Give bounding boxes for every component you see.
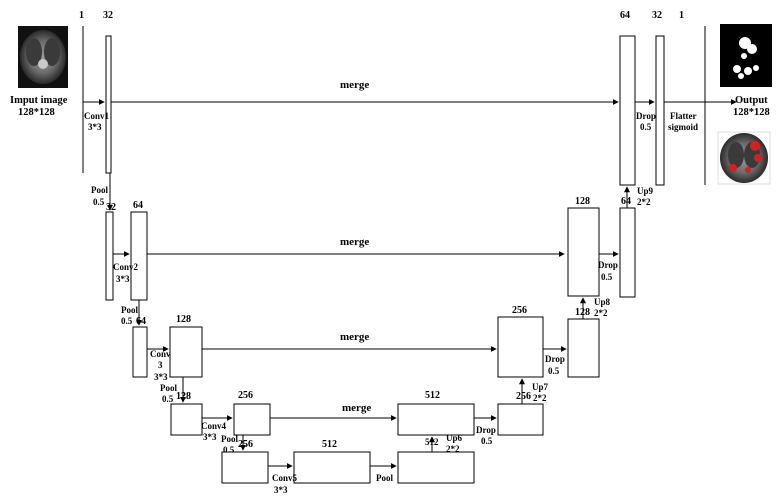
channels-d2-128: 128 (575, 196, 590, 207)
pool3-rate: 0.5 (162, 394, 174, 404)
channels-l5-512: 512 (322, 439, 337, 450)
drop-c-rate: 0.5 (548, 366, 560, 376)
drop-a-rate: 0.5 (640, 122, 652, 132)
channels-out-1: 1 (679, 10, 684, 21)
output-mask-image (720, 24, 772, 87)
conv2-label: Conv2 (113, 262, 139, 272)
pool1-label: Pool (91, 185, 108, 195)
up7-label: Up7 (532, 382, 549, 392)
channels-l2-64: 64 (133, 200, 143, 211)
conv2-kernel: 3*3 (116, 274, 130, 284)
conv5-kernel: 3*3 (274, 485, 288, 495)
merge-label-3: merge (340, 331, 369, 343)
pool5-label: Pool (376, 473, 393, 483)
pool4-label: Pool (221, 434, 238, 444)
conv3-label: Conv (150, 349, 171, 359)
enc3-pool-block (132, 326, 148, 378)
channels-d1-64b: 64 (621, 196, 631, 207)
channels-d1-64: 64 (620, 10, 630, 21)
enc4-conv-block (233, 403, 271, 436)
enc1-conv-block (105, 35, 112, 174)
up6-label: Up6 (446, 433, 463, 443)
dec1-merge-block (619, 35, 636, 186)
conv1-label: Conv1 (84, 111, 110, 121)
drop-b-label: Drop (598, 260, 618, 270)
bottleneck-pool-block (397, 451, 475, 484)
flatter-label: Flatter (670, 111, 696, 121)
up9-label: Up9 (637, 186, 654, 196)
input-label: Imput image (10, 95, 68, 106)
channels-l5-256: 256 (238, 439, 253, 450)
channels-l4-128: 128 (176, 391, 191, 402)
channels-l3-128: 128 (176, 314, 191, 325)
conv3-kernel: 3*3 (154, 372, 168, 382)
enc2-pool-block (105, 211, 114, 301)
channels-d3-256b: 256 (516, 391, 531, 402)
channels-l4-512b: 512 (425, 437, 439, 447)
input-ct-image (18, 26, 68, 88)
channels-l2-32: 32 (106, 202, 116, 213)
merge-label-1: merge (340, 79, 369, 91)
pool2-label: Pool (121, 305, 138, 315)
drop-c-label: Drop (545, 354, 565, 364)
channels-in-32: 32 (103, 10, 113, 21)
enc5-pool-block (221, 451, 269, 484)
channels-out-32: 32 (652, 10, 662, 21)
drop-b-rate: 0.5 (601, 272, 613, 282)
pool4-rate: 0.5 (223, 445, 235, 455)
enc3-conv-block (169, 326, 203, 378)
bottleneck-block (293, 451, 371, 484)
dec4-merge-block (397, 403, 475, 436)
drop-d-rate: 0.5 (481, 436, 493, 446)
up8-label: Up8 (594, 297, 611, 307)
conv1-kernel: 3*3 (88, 122, 102, 132)
dec2-conv-block (619, 207, 636, 298)
up8-kernel: 2*2 (594, 308, 608, 318)
channels-l3-64: 64 (136, 316, 146, 327)
output-label: Output (735, 95, 768, 106)
output-overlay-image (717, 131, 771, 185)
channels-l4-512: 512 (425, 390, 440, 401)
conv4-label: Conv4 (201, 421, 227, 431)
pool1-rate: 0.5 (93, 197, 105, 207)
dec4-conv-block (497, 403, 544, 436)
input-size: 128*128 (18, 107, 55, 118)
up7-kernel: 2*2 (533, 393, 547, 403)
up9-kernel: 2*2 (637, 197, 651, 207)
pool2-rate: 0.5 (121, 316, 133, 326)
channels-in-1: 1 (79, 10, 84, 21)
drop-a-label: Drop (636, 111, 656, 121)
merge-label-2: merge (340, 236, 369, 248)
flatter-activation: sigmoid (668, 122, 698, 132)
dec3-conv-block (567, 318, 600, 378)
pool3-label: Pool (160, 383, 177, 393)
merge-label-4: merge (342, 402, 371, 414)
dec1-conv-block (655, 35, 665, 186)
dec2-merge-block (567, 207, 600, 297)
dec3-merge-block (497, 316, 544, 378)
drop-d-label: Drop (476, 425, 496, 435)
output-size: 128*128 (733, 107, 770, 118)
channels-d3-256: 256 (512, 305, 527, 316)
up6-kernel: 2*2 (446, 444, 460, 454)
conv5-label: Conv5 (272, 473, 298, 483)
conv3-suffix: 3 (158, 360, 163, 370)
conv4-kernel: 3*3 (203, 432, 217, 442)
channels-l4-256: 256 (238, 390, 253, 401)
enc4-pool-block (170, 403, 203, 436)
enc2-conv-block (130, 211, 148, 301)
